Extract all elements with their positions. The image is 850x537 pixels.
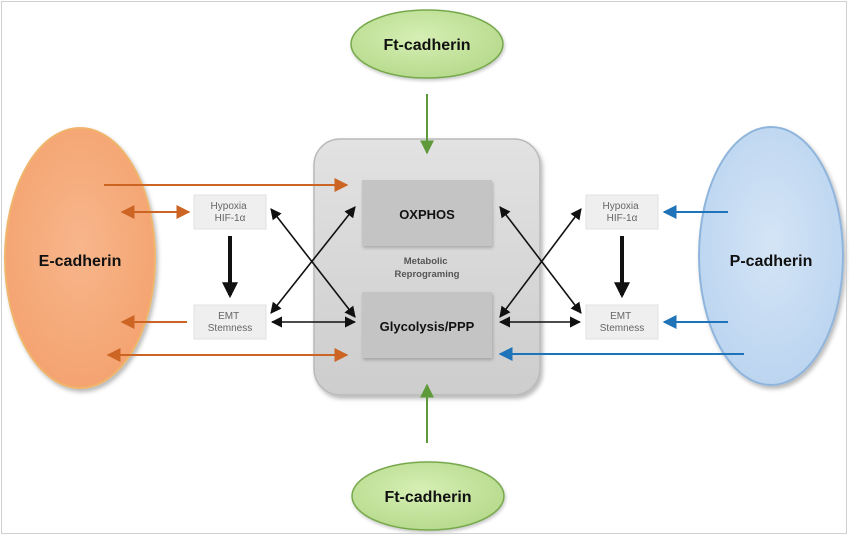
- hypoxia-left-box: Hypoxia HIF-1α: [193, 194, 267, 230]
- hypoxia-right-line-2: HIF-1α: [607, 213, 638, 224]
- emt-right-line-1: EMT: [610, 311, 631, 322]
- metabolic-line-1: Metabolic: [404, 256, 448, 267]
- emt-left-line-2: Stemness: [208, 323, 252, 334]
- ft-cadherin-bottom-node: Ft-cadherin: [351, 461, 505, 531]
- glycolysis-box: Glycolysis/PPP: [362, 292, 492, 358]
- e-cadherin-label: E-cadherin: [39, 253, 122, 270]
- emt-left-line-1: EMT: [218, 311, 239, 322]
- arrow-emt-right-oxphos: [499, 206, 582, 314]
- metabolic-line-2: Reprograming: [395, 269, 460, 280]
- glycolysis-label: Glycolysis/PPP: [380, 319, 475, 334]
- svg-text:Hypoxia HIF-1α: Hypoxia HIF-1α: [603, 201, 642, 224]
- svg-text:EMT Stemness: EMT Stemness: [208, 311, 252, 334]
- p-cadherin-label: P-cadherin: [730, 253, 813, 270]
- ft-cadherin-top-label: Ft-cadherin: [383, 37, 470, 54]
- emt-right-box: EMT Stemness: [585, 304, 659, 340]
- metabolic-reprogramming-label: Metabolic Reprograming: [395, 256, 460, 280]
- svg-text:Hypoxia HIF-1α: Hypoxia HIF-1α: [211, 201, 250, 224]
- oxphos-box: OXPHOS: [362, 180, 492, 246]
- ft-cadherin-bottom-label: Ft-cadherin: [384, 489, 471, 506]
- arrow-emt-left-oxphos: [270, 206, 356, 314]
- oxphos-label: OXPHOS: [399, 207, 455, 222]
- hypoxia-left-line-1: Hypoxia: [211, 201, 248, 212]
- ft-cadherin-top-node: Ft-cadherin: [350, 9, 504, 79]
- e-cadherin-node: E-cadherin: [4, 127, 156, 389]
- emt-right-line-2: Stemness: [600, 323, 644, 334]
- emt-left-box: EMT Stemness: [193, 304, 267, 340]
- svg-text:EMT Stemness: EMT Stemness: [600, 311, 644, 334]
- p-cadherin-node: P-cadherin: [698, 126, 844, 386]
- hypoxia-right-line-1: Hypoxia: [603, 201, 640, 212]
- hypoxia-left-line-2: HIF-1α: [215, 213, 246, 224]
- hypoxia-right-box: Hypoxia HIF-1α: [585, 194, 659, 230]
